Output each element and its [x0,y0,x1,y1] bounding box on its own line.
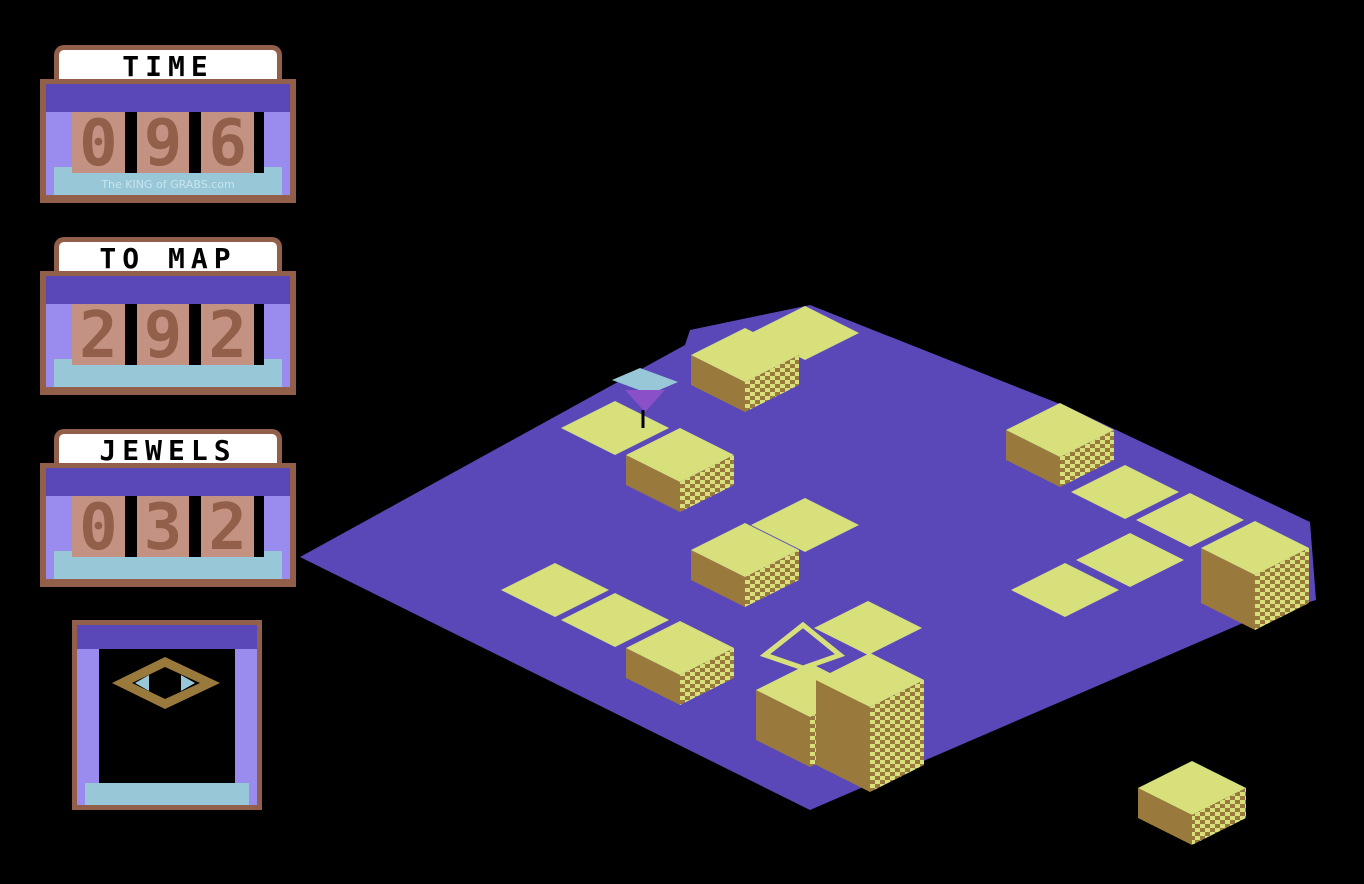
jewels-digit: 0 [72,496,125,560]
block-right-face [1192,788,1246,845]
raised-tile [1138,761,1246,815]
block-left-face [691,550,745,607]
raised-tile [1201,521,1309,575]
block-left-face [626,455,680,512]
block-left-face [691,355,745,412]
watermark: The KING of GRABS.com [101,178,235,191]
floor-tile [1076,533,1184,587]
floor-tile [1071,465,1179,519]
block-right-face [1255,548,1309,630]
to-map-digit: 9 [136,304,190,368]
raised-tile [626,428,734,482]
floor-tile [561,593,669,647]
block-left-face [626,648,680,705]
raised-tile [691,328,799,382]
to-map-panel: TO MAP 2 9 2 [40,237,296,395]
block-right-face [680,648,734,705]
raised-tile [816,653,924,707]
block-left-face [756,690,810,767]
time-digit: 0 [72,112,125,176]
eye-diamond-icon [112,657,220,709]
time-panel: TIME 0 9 6 The KING of GRABS.com [40,45,296,203]
block-left-face [1138,788,1192,845]
to-map-digit: 2 [72,304,125,368]
floor-tile [751,498,859,552]
block-left-face [1006,430,1060,487]
to-map-digit: 2 [201,304,255,368]
floor-tile [1136,493,1244,547]
floor-tile [1011,563,1119,617]
block-right-face [870,680,924,792]
raised-tile [626,621,734,675]
block-left-face [816,680,870,792]
jewels-digit: 3 [136,496,190,560]
time-digit: 9 [136,112,190,176]
time-digit: 6 [201,112,255,176]
block-right-face [745,550,799,607]
to-map-label: TO MAP [54,237,282,276]
block-left-face [1201,548,1255,630]
block-right-face [1060,430,1114,487]
floor-tile [814,601,922,655]
jewel-pickup [759,621,846,671]
block-right-face [745,355,799,412]
time-label: TIME [54,45,282,84]
jewels-digit: 2 [201,496,255,560]
player-spinning-top [612,368,678,428]
held-item-panel [72,620,262,810]
jewels-panel: JEWELS 0 3 2 [40,429,296,587]
block-right-face [680,455,734,512]
raised-tile [1006,403,1114,457]
raised-tile [691,523,799,577]
jewels-label: JEWELS [54,429,282,468]
floor-tile [501,563,609,617]
